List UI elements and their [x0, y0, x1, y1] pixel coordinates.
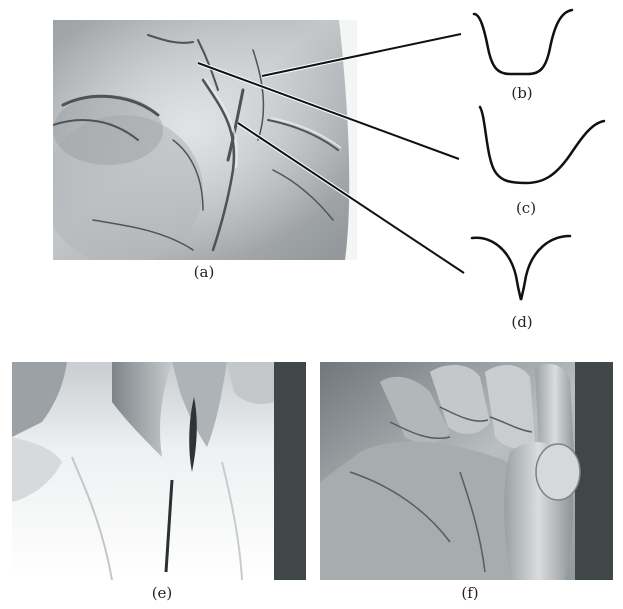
profile-d: [466, 228, 578, 303]
caption-d: (d): [492, 313, 552, 331]
caption-b: (b): [492, 84, 552, 102]
caption-c: (c): [496, 199, 556, 217]
hand-render-image: [320, 362, 613, 580]
caption-a: (a): [174, 263, 234, 281]
caption-f: (f): [440, 584, 500, 602]
panel-f-rendered-hand: [320, 362, 613, 580]
crease-render-image: [12, 362, 306, 580]
caption-e: (e): [132, 584, 192, 602]
profile-c: [470, 105, 610, 190]
profile-b: [470, 8, 580, 83]
leader-line-d: [238, 123, 464, 273]
panel-e-rendered-crease: [12, 362, 306, 580]
leader-line-c: [198, 63, 459, 159]
leader-line-b: [262, 34, 461, 76]
